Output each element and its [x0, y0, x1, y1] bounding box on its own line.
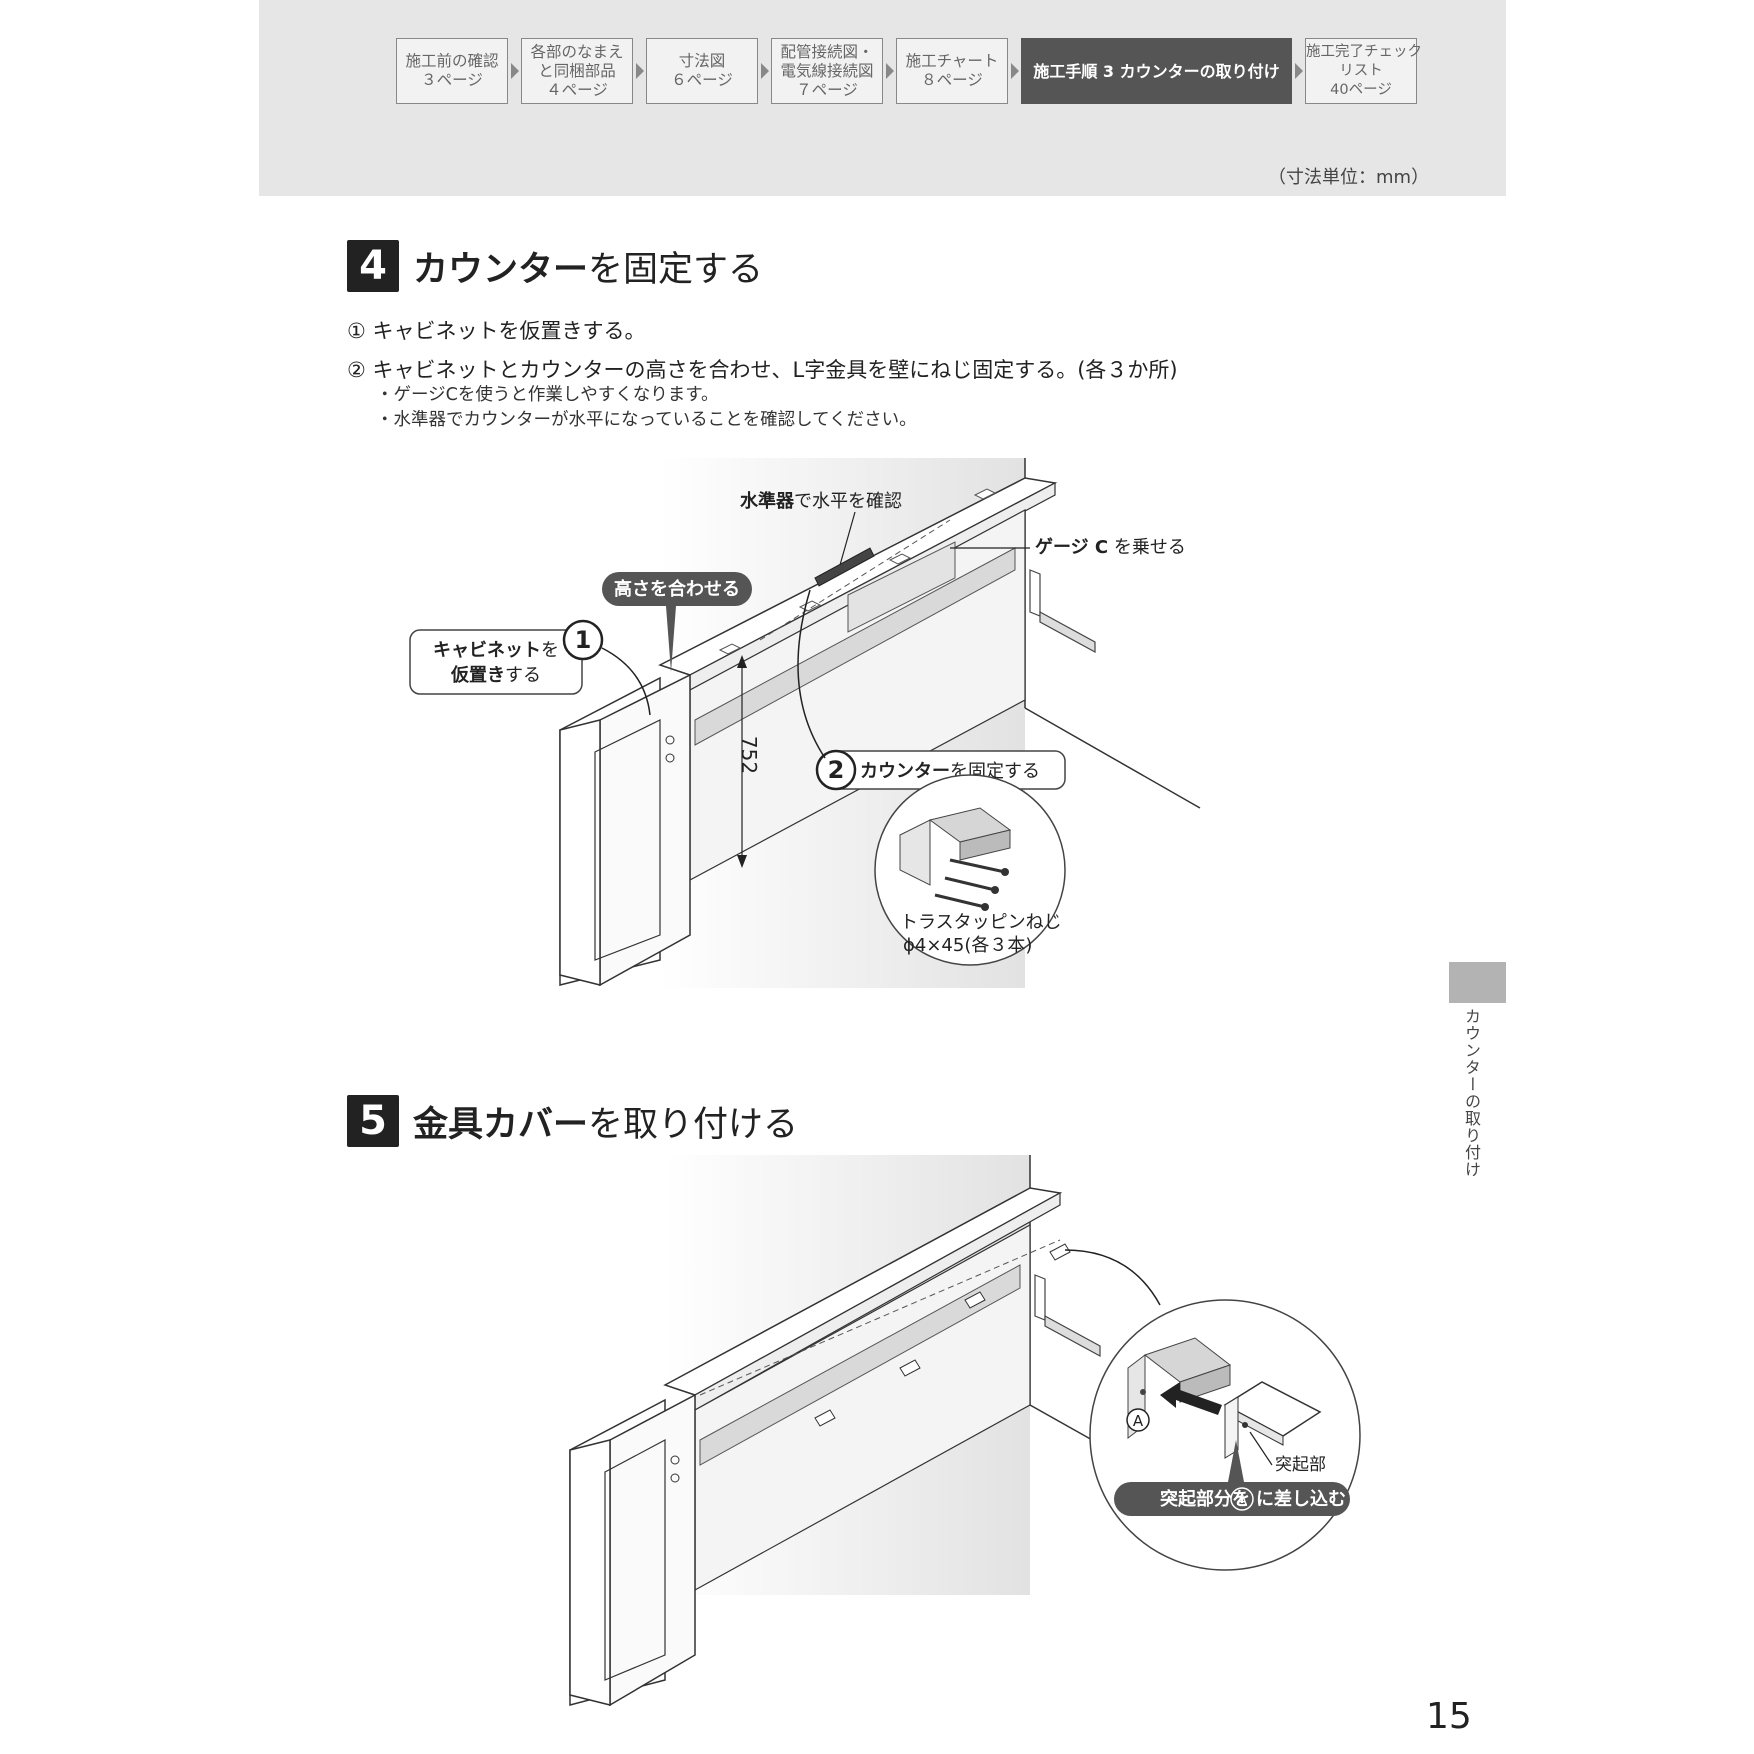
- nav-item-dimensions[interactable]: 寸法図 ６ページ: [646, 38, 758, 104]
- insert-instruction-text: 突起部分を: [1160, 1488, 1250, 1510]
- screw-icons: [934, 858, 1009, 911]
- step-title: 金具カバーを取り付ける: [413, 1096, 798, 1147]
- insert-instruction-tag: [1114, 1482, 1350, 1516]
- step-number-badge: 4: [347, 240, 399, 292]
- nav-label: ７ページ: [796, 80, 858, 99]
- nav-label: 施工完了チェック: [1306, 43, 1422, 60]
- marker-a-label: A: [1133, 1412, 1144, 1430]
- step4-heading: 4 カウンターを固定する: [347, 240, 763, 292]
- marker-a-inline: [1230, 1487, 1254, 1511]
- chevron-right-icon: [883, 38, 896, 104]
- figure-step5: A 突起部 突起部分を A に差し込む: [569, 1155, 1361, 1707]
- wall-floor-edge: [1024, 707, 1201, 809]
- nav-label: ６ページ: [671, 71, 733, 89]
- callout1-line2: 仮置きする: [450, 664, 541, 686]
- marker-a-inline-label: A: [1237, 1491, 1248, 1509]
- gauge-label: ゲージ C を乗せる: [1035, 536, 1186, 558]
- unit-note: （寸法単位：mm）: [1268, 167, 1430, 188]
- nav-item-pre-check[interactable]: 施工前の確認 ３ページ: [396, 38, 508, 104]
- step-marker-1: [562, 619, 604, 661]
- nav-label: 電気線接続図: [780, 61, 874, 80]
- nav-label: リスト: [1339, 62, 1383, 79]
- step-title-bold: カウンター: [413, 249, 589, 290]
- instruction-1: ① キャビネットを仮置きする。: [347, 319, 646, 343]
- step-title: カウンターを固定する: [413, 241, 763, 292]
- nav-item-chart[interactable]: 施工チャート ８ページ: [896, 38, 1008, 104]
- side-tab-label: カウンターの取り付け: [1462, 1008, 1481, 1178]
- nav-label: 寸法図: [678, 52, 726, 70]
- dimension-label: 752: [737, 736, 761, 774]
- l-bracket: [1034, 1274, 1046, 1321]
- gauge-c: [847, 541, 956, 633]
- mounting-rail: [694, 547, 1016, 746]
- nav-label: 施工チャート: [905, 52, 999, 70]
- step5-heading: 5 金具カバーを取り付ける: [347, 1095, 798, 1147]
- nav-label: ８ページ: [921, 71, 983, 89]
- protrusion-label: 突起部: [1275, 1455, 1326, 1475]
- marker-a: [1126, 1408, 1150, 1432]
- step-marker-2-number: 2: [828, 756, 845, 784]
- instruction-2: ② キャビネットとカウンターの高さを合わせ、L字金具を壁にねじ固定する。(各３か…: [347, 358, 1178, 382]
- nav-label: 配管接続図・: [780, 42, 874, 61]
- callout1-line1: キャビネットを: [433, 640, 559, 661]
- arrow-icon: [1160, 1382, 1222, 1415]
- spirit-level: [814, 547, 875, 587]
- page-number: 15: [1426, 1696, 1472, 1737]
- nav-label: 施工前の確認: [405, 52, 499, 70]
- chevron-right-icon: [633, 38, 646, 104]
- chevron-right-icon: [758, 38, 771, 104]
- nav-item-checklist[interactable]: 施工完了チェック リスト 40ページ: [1305, 38, 1422, 104]
- chevron-right-icon: [508, 38, 521, 104]
- chevron-right-icon: [1292, 38, 1305, 104]
- step-title-rest: を固定する: [588, 249, 764, 290]
- step-navigation: 施工前の確認 ３ページ 各部のなまえ と同梱部品 ４ページ 寸法図 ６ページ 配…: [396, 38, 1422, 104]
- mounting-rail: [699, 1264, 1021, 1466]
- callout-place-cabinet: [409, 629, 583, 695]
- align-height-label: 高さを合わせる: [614, 578, 740, 600]
- step-title-rest: を取り付ける: [588, 1104, 799, 1145]
- step-marker-1-number: 1: [575, 626, 592, 654]
- nav-item-current-step[interactable]: 施工手順 3 カウンターの取り付け: [1021, 38, 1292, 104]
- side-tab-marker: [1449, 962, 1506, 1003]
- screw-label-line2: ϕ4×45(各３本): [903, 935, 1032, 956]
- align-height-tag: [602, 572, 752, 606]
- nav-label: ４ページ: [546, 80, 608, 99]
- nav-item-wiring[interactable]: 配管接続図・ 電気線接続図 ７ページ: [771, 38, 883, 104]
- step-marker-2: [815, 749, 857, 791]
- note-gauge: ・ゲージCを使うと作業しやすくなります。: [376, 385, 719, 405]
- level-label: 水準器で水平を確認: [740, 490, 902, 512]
- insert-instruction-suffix: に差し込む: [1256, 1488, 1346, 1510]
- nav-label: 各部のなまえ: [530, 42, 624, 61]
- bracket-cover-icons: [814, 1243, 1071, 1427]
- nav-item-part-names[interactable]: 各部のなまえ と同梱部品 ４ページ: [521, 38, 633, 104]
- nav-label: と同梱部品: [538, 61, 616, 80]
- step-number-badge: 5: [347, 1095, 399, 1147]
- screw-label-line1: トラスタッピンねじ: [900, 912, 1062, 933]
- nav-label: ３ページ: [421, 71, 483, 89]
- nav-label: 施工手順 3 カウンターの取り付け: [1033, 61, 1280, 81]
- detail-circle-screws: [874, 774, 1066, 966]
- step-title-bold: 金具カバー: [413, 1104, 589, 1145]
- figure-step4: 752 水準器で水平を確認 ゲージ C を乗せる 高さを合わせる キャビネットを…: [409, 458, 1201, 988]
- l-bracket: [1029, 569, 1041, 617]
- chevron-right-icon: [1008, 38, 1021, 104]
- nav-label: 40ページ: [1330, 81, 1392, 98]
- note-level: ・水準器でカウンターが水平になっていることを確認してください。: [376, 410, 917, 430]
